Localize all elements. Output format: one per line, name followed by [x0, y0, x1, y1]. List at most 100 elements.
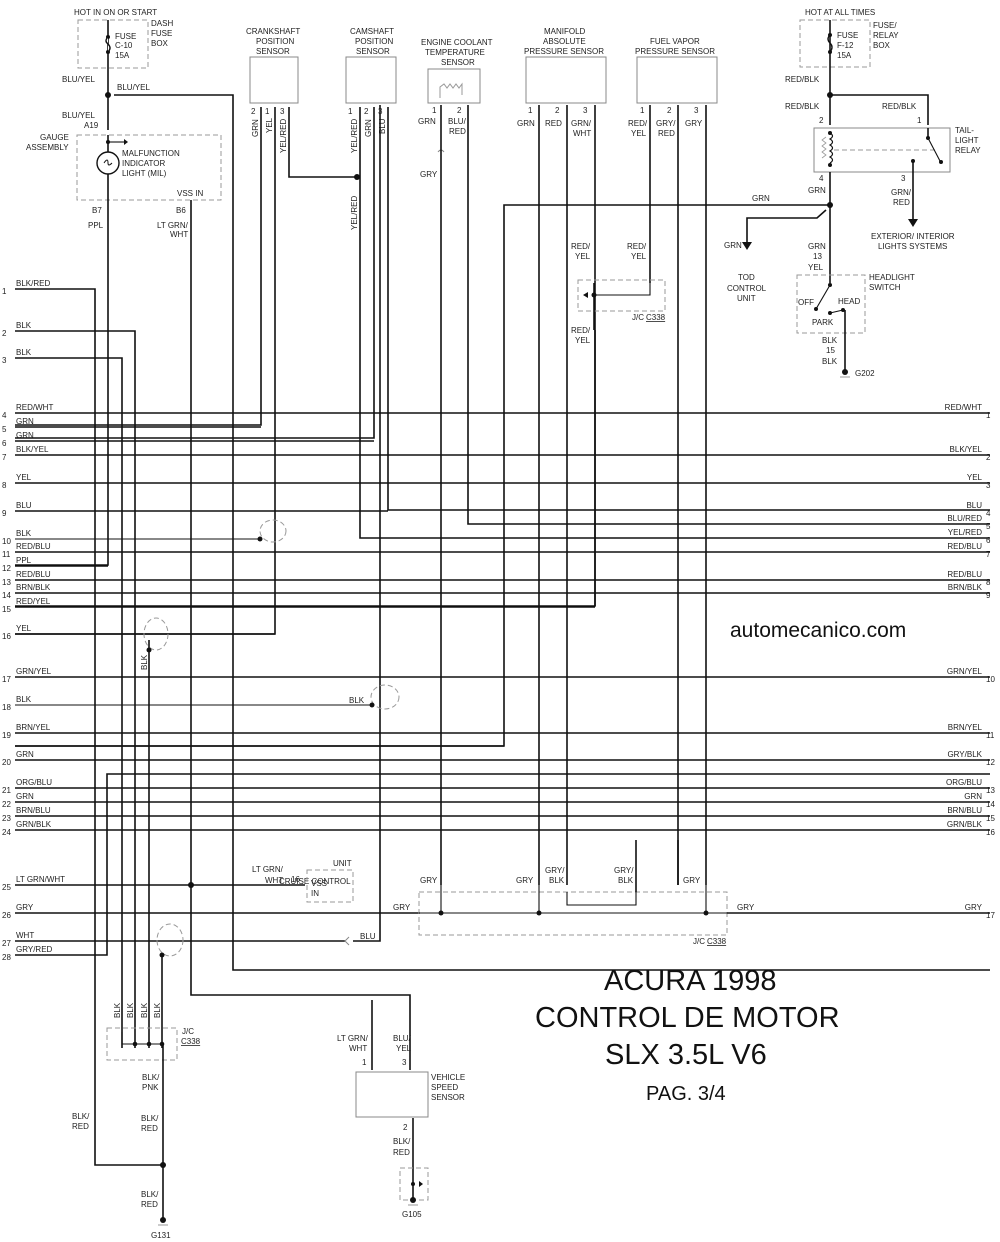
svg-text:UNIT: UNIT [737, 294, 756, 303]
svg-text:GRN: GRN [752, 194, 770, 203]
wire-color-label: BRN/YEL [16, 723, 51, 732]
svg-text:LT GRN/: LT GRN/ [252, 865, 284, 874]
svg-text:SENSOR: SENSOR [256, 47, 290, 56]
pin-number: 20 [2, 758, 11, 767]
svg-text:1: 1 [640, 106, 645, 115]
svg-text:RED/BLK: RED/BLK [882, 102, 917, 111]
svg-text:RED/: RED/ [571, 326, 591, 335]
pin-number: 11 [986, 731, 995, 740]
pin-number: 19 [2, 731, 11, 740]
svg-text:TAIL-: TAIL- [955, 126, 974, 135]
svg-text:LIGHT: LIGHT [955, 136, 979, 145]
ground-icon [410, 1197, 416, 1203]
svg-text:GRN: GRN [724, 241, 742, 250]
pin-number: 21 [2, 786, 11, 795]
svg-text:BLK: BLK [140, 654, 149, 670]
wire-color-label: YEL [967, 473, 983, 482]
svg-text:J/C: J/C [632, 313, 644, 322]
svg-text:LT GRN/: LT GRN/ [337, 1034, 369, 1043]
right-connector: 1RED/WHT2BLK/YEL3YEL4BLU5BLU/RED6YEL/RED… [945, 403, 996, 920]
pin-number: 27 [2, 939, 11, 948]
pin-number: 28 [2, 953, 11, 962]
svg-text:J/C: J/C [182, 1027, 194, 1036]
pin-number: 16 [2, 632, 11, 641]
svg-text:GAUGE: GAUGE [40, 133, 69, 142]
hot-in-on-label: HOT IN ON OR START [74, 8, 157, 17]
arrow-down-icon [908, 219, 918, 227]
thermistor-icon [439, 82, 463, 98]
svg-text:G202: G202 [855, 369, 875, 378]
junction-connector-c338-top: RED/ YEL RED/ YEL J/C C338 RED/ YEL [571, 242, 666, 345]
svg-text:SENSOR: SENSOR [356, 47, 390, 56]
wire-color-label: BLK [16, 348, 32, 357]
svg-text:GRY: GRY [685, 119, 703, 128]
wire-color-label: GRN/BLK [16, 820, 52, 829]
svg-text:GRN/: GRN/ [571, 119, 592, 128]
svg-text:YEL: YEL [575, 336, 591, 345]
svg-text:VSS: VSS [311, 879, 327, 888]
wire-color-label: YEL [16, 473, 32, 482]
svg-text:RELAY: RELAY [873, 31, 899, 40]
left-connector-pin: 3 BLK [2, 348, 32, 365]
svg-text:BLK: BLK [822, 336, 838, 345]
svg-text:G105: G105 [402, 1210, 422, 1219]
svg-text:RED/BLK: RED/BLK [785, 102, 820, 111]
svg-text:C338: C338 [181, 1037, 201, 1046]
svg-text:BLK: BLK [618, 876, 634, 885]
svg-text:BLK: BLK [126, 1002, 135, 1018]
svg-text:3: 3 [583, 106, 588, 115]
svg-text:YEL: YEL [396, 1044, 412, 1053]
pin-number: 6 [2, 439, 7, 448]
svg-text:ENGINE COOLANT: ENGINE COOLANT [421, 38, 493, 47]
svg-text:PPL: PPL [88, 221, 104, 230]
pin-number: 23 [2, 814, 11, 823]
svg-text:ASSEMBLY: ASSEMBLY [26, 143, 69, 152]
svg-text:HOT AT ALL TIMES: HOT AT ALL TIMES [805, 8, 875, 17]
manifold-absolute-pressure-sensor: MANIFOLD ABSOLUTE PRESSURE SENSOR 1 2 3 … [15, 27, 607, 885]
svg-text:3: 3 [280, 107, 285, 116]
svg-text:GRN: GRN [808, 186, 826, 195]
svg-text:B7: B7 [92, 206, 102, 215]
vehicle-speed-sensor: LT GRN/ WHT BLU/ YEL 1 3 VEHICLE SPEED S… [337, 1000, 465, 1219]
cruise-control-unit: CRUISE CONTROL UNIT LT GRN/ WHT 16 VSS I… [252, 859, 376, 946]
svg-text:DASH: DASH [151, 19, 173, 28]
svg-text:GRN/: GRN/ [891, 188, 912, 197]
pin-number: 3 [2, 356, 7, 365]
svg-text:BOX: BOX [151, 39, 169, 48]
svg-text:GRY: GRY [420, 876, 438, 885]
wire-color-label: BRN/BLK [16, 583, 51, 592]
svg-text:WHT: WHT [170, 230, 188, 239]
svg-text:YEL: YEL [631, 252, 647, 261]
wire-color-label: BLK/YEL [16, 445, 49, 454]
svg-text:BLU/YEL: BLU/YEL [62, 75, 95, 84]
page-number: PAG. 3/4 [646, 1083, 726, 1105]
pin-number: 1 [2, 287, 7, 296]
svg-text:FUEL VAPOR: FUEL VAPOR [650, 37, 700, 46]
svg-text:UNIT: UNIT [333, 859, 352, 868]
svg-text:GRN: GRN [517, 119, 535, 128]
svg-text:FUSE: FUSE [115, 32, 136, 41]
camshaft-position-sensor: CAMSHAFT POSITION SENSOR 1 2 3 YEL/RED G… [15, 27, 990, 539]
pin-number: 2 [2, 329, 7, 338]
svg-text:HEAD: HEAD [838, 297, 860, 306]
wire-color-label: BLU [16, 501, 32, 510]
svg-text:FUSE: FUSE [151, 29, 172, 38]
svg-text:GRY: GRY [420, 170, 438, 179]
pin-number: 22 [2, 800, 11, 809]
wire-color-label: BLK/RED [16, 279, 50, 288]
svg-text:1: 1 [348, 107, 353, 116]
junction-connector-c338-bottom: GRY GRY GRY GRY GRY/ BLK GRY/ BLK GRY J/… [393, 840, 990, 946]
svg-text:GRN: GRN [251, 119, 260, 137]
pin-number: 25 [2, 883, 11, 892]
